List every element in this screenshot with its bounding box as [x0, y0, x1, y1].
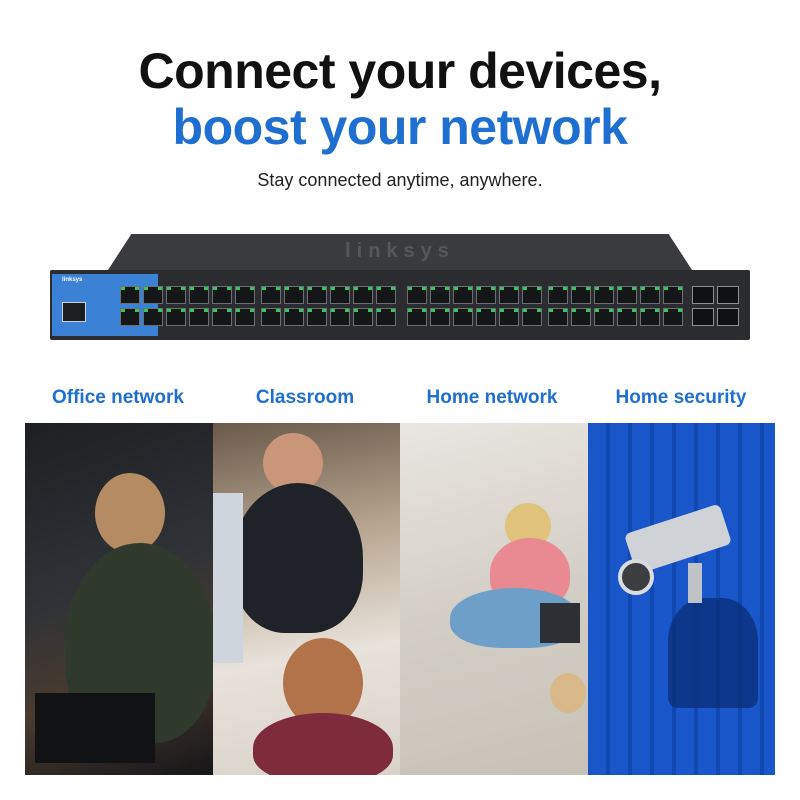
ethernet-port — [235, 308, 255, 326]
network-switch-image: linksys linksys — [50, 234, 750, 340]
sfp-port — [717, 286, 739, 304]
ethernet-port — [143, 308, 163, 326]
ethernet-port — [261, 308, 281, 326]
port-group-4 — [548, 286, 683, 326]
panel-logo: linksys — [62, 277, 83, 283]
switch-top-cover: linksys — [108, 234, 692, 270]
switch-brand-logo: linksys — [345, 240, 455, 262]
ethernet-port — [166, 308, 186, 326]
home-security-photo — [587, 423, 775, 775]
ethernet-port — [617, 286, 637, 304]
ethernet-port — [453, 286, 473, 304]
ethernet-port — [430, 308, 450, 326]
ethernet-port — [376, 286, 396, 304]
ethernet-port — [189, 286, 209, 304]
ethernet-port — [353, 286, 373, 304]
ethernet-port — [453, 308, 473, 326]
camera-shadow — [667, 598, 758, 708]
ethernet-port — [235, 286, 255, 304]
category-label-office: Office network — [52, 387, 184, 408]
headline-line-2: boost your network — [172, 99, 628, 155]
ethernet-port — [307, 286, 327, 304]
ethernet-port — [261, 286, 281, 304]
port-group-2 — [261, 286, 396, 326]
ethernet-port — [476, 286, 496, 304]
ethernet-port — [571, 286, 591, 304]
switch-blue-panel: linksys — [52, 274, 158, 336]
ethernet-port — [330, 286, 350, 304]
sfp-port — [717, 308, 739, 326]
classroom-photo — [212, 423, 400, 775]
ethernet-port — [330, 308, 350, 326]
ethernet-port — [594, 308, 614, 326]
camera-lens — [617, 559, 654, 595]
switch-front-panel — [50, 270, 750, 340]
console-port-icon — [62, 302, 86, 322]
ethernet-port — [522, 286, 542, 304]
ethernet-port — [499, 286, 519, 304]
ethernet-port — [189, 308, 209, 326]
ethernet-port — [284, 308, 304, 326]
use-case-photos — [25, 423, 775, 775]
tagline: Stay connected anytime, anywhere. — [257, 170, 543, 190]
ethernet-port — [212, 308, 232, 326]
category-label-classroom: Classroom — [255, 387, 355, 408]
ethernet-port — [307, 308, 327, 326]
ethernet-port — [548, 286, 568, 304]
ethernet-port — [353, 308, 373, 326]
ethernet-port — [166, 286, 186, 304]
ethernet-port — [640, 286, 660, 304]
headline-line-1: Connect your devices, — [138, 43, 663, 99]
office-network-photo — [25, 423, 213, 775]
ethernet-port — [571, 308, 591, 326]
ethernet-port — [407, 308, 427, 326]
ethernet-port — [548, 308, 568, 326]
ethernet-port — [522, 308, 542, 326]
ethernet-port — [594, 286, 614, 304]
ethernet-port — [663, 308, 683, 326]
category-label-home-security: Home security — [615, 387, 747, 408]
ethernet-port — [376, 308, 396, 326]
sfp-port-group — [692, 286, 739, 326]
port-group-1 — [120, 286, 255, 326]
ethernet-port — [617, 308, 637, 326]
ethernet-port — [640, 308, 660, 326]
ethernet-port — [407, 286, 427, 304]
ethernet-port — [212, 286, 232, 304]
ethernet-port — [143, 286, 163, 304]
ethernet-port — [120, 308, 140, 326]
ethernet-port — [284, 286, 304, 304]
home-network-photo — [400, 423, 588, 775]
sfp-port — [692, 286, 714, 304]
port-group-3 — [407, 286, 542, 326]
ethernet-port — [120, 286, 140, 304]
ethernet-port — [430, 286, 450, 304]
ethernet-port — [663, 286, 683, 304]
category-label-home-network: Home network — [426, 387, 558, 408]
camera-mount — [687, 563, 702, 603]
sfp-port — [692, 308, 714, 326]
ethernet-port — [499, 308, 519, 326]
ethernet-port — [476, 308, 496, 326]
